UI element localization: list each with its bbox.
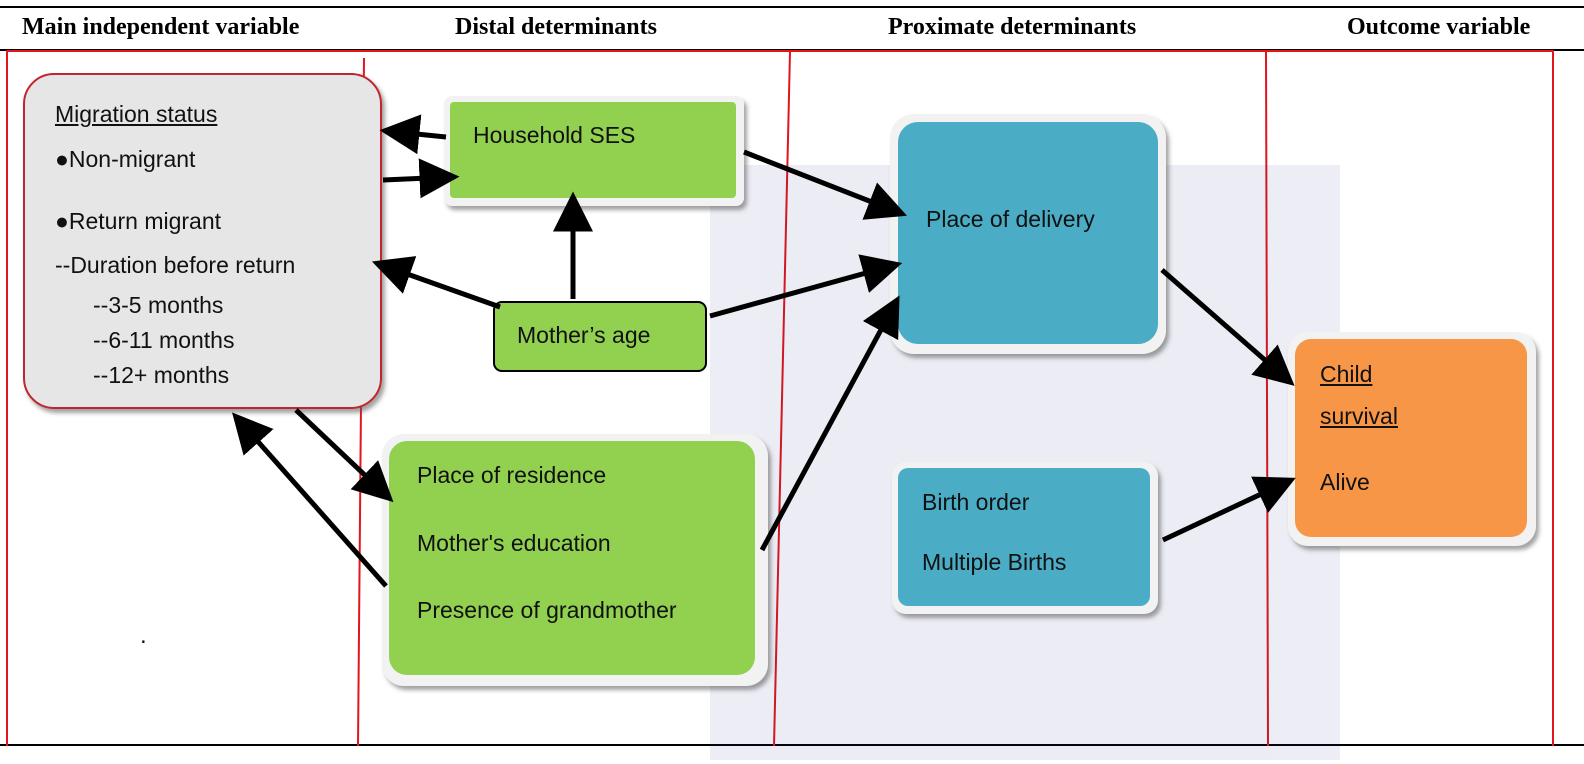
arrow-household-to-delivery — [743, 149, 907, 220]
non-migrant-item: ●Non-migrant — [55, 146, 196, 172]
place-of-delivery-content: Place of delivery — [898, 122, 1158, 344]
birth-order-content: Birth order Multiple Births — [898, 468, 1150, 606]
migration-status-box — [23, 73, 382, 409]
place-of-delivery-box — [898, 122, 1158, 344]
child-survival-title-line1: Child — [1320, 361, 1373, 387]
outer-top-border — [6, 50, 1554, 52]
mothers-age-content: Mother’s age — [494, 302, 706, 371]
arrow-residence-to-migration — [232, 412, 388, 588]
duration-3-5-months: --3-5 months — [93, 292, 224, 318]
mothers-education-label: Mother's education — [417, 530, 611, 556]
arrow-residence-to-delivery — [759, 295, 900, 552]
residence-content: Place of residence Mother's education Pr… — [389, 441, 755, 675]
alive-label: Alive — [1320, 469, 1370, 495]
arrow-migration-to-residence — [294, 408, 394, 503]
header-distal-determinants: Distal determinants — [455, 14, 657, 40]
birth-order-label: Birth order — [922, 489, 1030, 515]
header-main-independent-variable: Main independent variable — [22, 14, 300, 40]
mothers-age-label: Mother’s age — [517, 322, 651, 348]
duration-6-11-months: --6-11 months — [93, 327, 235, 353]
arrow-age-to-migration — [371, 256, 501, 310]
bottom-rule — [0, 744, 1584, 746]
stray-dot: . — [140, 622, 147, 649]
household-ses-content: Household SES — [450, 102, 736, 198]
top-rule — [0, 6, 1584, 8]
child-survival-content: Child survival Alive — [1295, 339, 1527, 537]
residence-box — [389, 441, 755, 675]
arrow-migration-to-household — [382, 158, 460, 199]
birth-order-box — [898, 468, 1150, 606]
return-migrant-item: ●Return migrant — [55, 208, 222, 234]
outer-left-border — [6, 50, 8, 746]
arrow-delivery-to-outcome — [1160, 268, 1295, 386]
duration-before-return-item: --Duration before return — [55, 252, 296, 278]
header-proximate-determinants: Proximate determinants — [888, 14, 1137, 40]
header-outcome-variable: Outcome variable — [1347, 14, 1531, 40]
migration-status-title: Migration status — [55, 101, 218, 127]
arrow-age-to-delivery — [709, 254, 903, 319]
arrow-birth-to-outcome — [1161, 476, 1296, 543]
presence-of-grandmother-label: Presence of grandmother — [417, 597, 677, 623]
place-of-residence-label: Place of residence — [417, 462, 607, 488]
outer-right-border — [1552, 50, 1554, 746]
place-of-delivery-label: Place of delivery — [926, 206, 1095, 232]
child-survival-box — [1295, 339, 1527, 537]
mothers-age-box — [493, 301, 707, 372]
household-ses-label: Household SES — [473, 122, 636, 148]
multiple-births-label: Multiple Births — [922, 549, 1067, 575]
household-ses-box — [450, 102, 736, 198]
child-survival-title-line2: survival — [1320, 403, 1398, 429]
migration-status-content: Migration status ●Non-migrant ●Return mi… — [24, 74, 381, 408]
duration-12-plus-months: --12+ months — [93, 362, 230, 388]
column-divider-3 — [1265, 51, 1269, 747]
arrow-household-to-migration — [379, 114, 447, 155]
